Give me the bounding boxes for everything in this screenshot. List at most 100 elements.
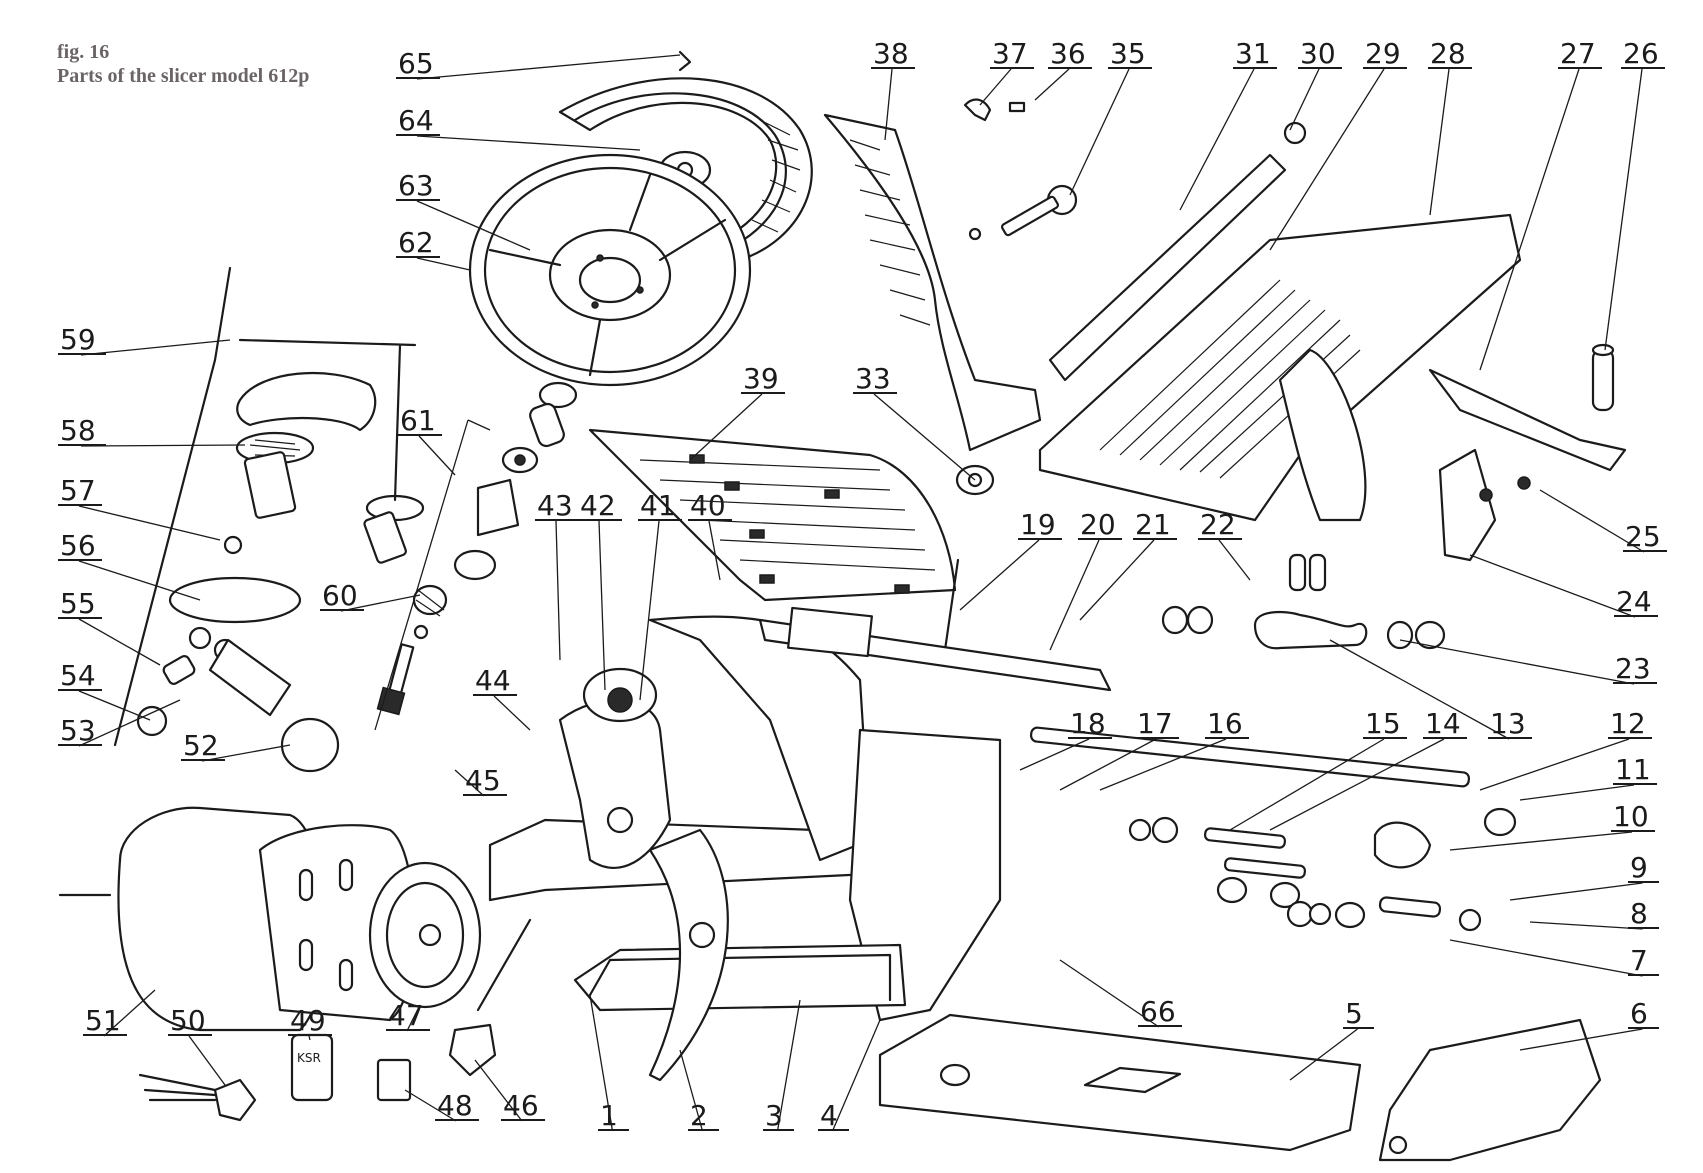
- leader-line-39: [689, 393, 763, 461]
- part-carriage-arm: [558, 667, 729, 1082]
- callout-52: 52: [183, 729, 219, 762]
- leader-line-16: [1099, 738, 1227, 791]
- leader-line-58: [80, 444, 246, 447]
- part-electrical: KSR: [138, 918, 532, 1122]
- leader-line-7: [1449, 939, 1643, 977]
- callout-31: 31: [1235, 37, 1271, 70]
- callout-12: 12: [1610, 707, 1646, 740]
- part-motor: [58, 806, 482, 1032]
- leader-line-62: [416, 257, 471, 271]
- leader-line-19: [959, 539, 1040, 611]
- callout-54: 54: [60, 659, 96, 692]
- leader-line-22: [1218, 539, 1251, 581]
- leader-line-20: [1049, 539, 1100, 651]
- callout-9: 9: [1630, 851, 1648, 884]
- callout-53: 53: [60, 714, 96, 747]
- leader-line-49: [308, 1035, 311, 1041]
- leader-line-11: [1519, 784, 1635, 801]
- figure-number: fig. 16: [57, 41, 110, 63]
- leader-line-63: [416, 200, 531, 251]
- leader-line-4: [831, 1019, 881, 1132]
- callout-18: 18: [1070, 707, 1106, 740]
- callout-27: 27: [1560, 37, 1596, 70]
- leader-line-61: [418, 435, 456, 476]
- callout-65: 65: [398, 47, 434, 80]
- part-knob-assembly: [113, 266, 425, 773]
- figure-title: Parts of the slicer model 612p: [57, 65, 310, 87]
- leader-line-13: [1329, 639, 1510, 740]
- callout-5: 5: [1345, 997, 1363, 1030]
- leader-line-64: [416, 135, 641, 151]
- leader-line-60: [340, 594, 421, 612]
- callout-56: 56: [60, 529, 96, 562]
- leader-line-25: [1539, 489, 1645, 553]
- leader-line-28: [1429, 68, 1450, 216]
- leader-line-30: [1289, 68, 1320, 131]
- leader-line-21: [1079, 539, 1155, 621]
- callout-40: 40: [690, 489, 726, 522]
- leader-line-3: [776, 999, 801, 1132]
- callout-49: 49: [290, 1004, 326, 1037]
- callout-57: 57: [60, 474, 96, 507]
- leader-line-43: [555, 520, 561, 661]
- part-thickness-plate: [823, 98, 1078, 496]
- leader-line-8: [1529, 921, 1643, 930]
- leader-line-53: [78, 699, 181, 747]
- leader-lines: [78, 54, 1645, 1132]
- part-shaft-assembly: [1029, 553, 1517, 932]
- leader-line-52: [201, 744, 291, 762]
- leader-line-42: [598, 520, 606, 691]
- callout-42: 42: [580, 489, 616, 522]
- leader-line-38: [884, 68, 893, 141]
- leader-line-65: [416, 54, 681, 80]
- leader-line-41: [639, 520, 660, 701]
- leader-line-5: [1289, 1028, 1358, 1081]
- leader-line-23: [1399, 639, 1635, 685]
- callout-22: 22: [1200, 508, 1236, 541]
- leader-line-46: [474, 1059, 523, 1122]
- leader-line-47: [406, 1004, 421, 1032]
- capacitor-marking: KSR: [297, 1051, 321, 1065]
- part-base-panels: [878, 1013, 1602, 1162]
- callout-15: 15: [1365, 707, 1401, 740]
- callout-23: 23: [1615, 652, 1651, 685]
- callout-2: 2: [690, 1099, 708, 1132]
- callout-7: 7: [1630, 944, 1648, 977]
- leader-line-27: [1479, 68, 1580, 371]
- leader-line-15: [1229, 738, 1385, 831]
- callout-13: 13: [1490, 707, 1526, 740]
- leader-line-24: [1469, 554, 1636, 618]
- callout-62: 62: [398, 226, 434, 259]
- callout-44: 44: [475, 664, 511, 697]
- leader-line-55: [78, 618, 161, 666]
- leader-line-48: [404, 1089, 457, 1122]
- part-blade: [468, 153, 752, 387]
- leader-line-50: [188, 1035, 226, 1086]
- callout-60: 60: [322, 579, 358, 612]
- leader-line-1: [589, 994, 614, 1132]
- leader-line-36: [1034, 68, 1070, 101]
- callout-20: 20: [1080, 508, 1116, 541]
- callout-51: 51: [85, 1004, 121, 1037]
- callout-66: 66: [1140, 995, 1176, 1028]
- leader-line-12: [1479, 738, 1630, 791]
- leader-line-37: [979, 68, 1012, 106]
- leader-line-14: [1269, 738, 1445, 831]
- leader-line-40: [708, 520, 721, 581]
- callout-36: 36: [1050, 37, 1086, 70]
- callout-41: 41: [640, 489, 676, 522]
- figure-caption: fig. 16 Parts of the slicer model 612p: [57, 40, 309, 88]
- callout-28: 28: [1430, 37, 1466, 70]
- callout-48: 48: [437, 1089, 473, 1122]
- callout-50: 50: [170, 1004, 206, 1037]
- callout-8: 8: [1630, 897, 1648, 930]
- leader-line-35: [1069, 68, 1130, 196]
- leader-line-57: [78, 505, 221, 541]
- callout-3: 3: [765, 1099, 783, 1132]
- callout-55: 55: [60, 587, 96, 620]
- callout-29: 29: [1365, 37, 1401, 70]
- leader-line-18: [1019, 738, 1090, 771]
- callout-17: 17: [1137, 707, 1173, 740]
